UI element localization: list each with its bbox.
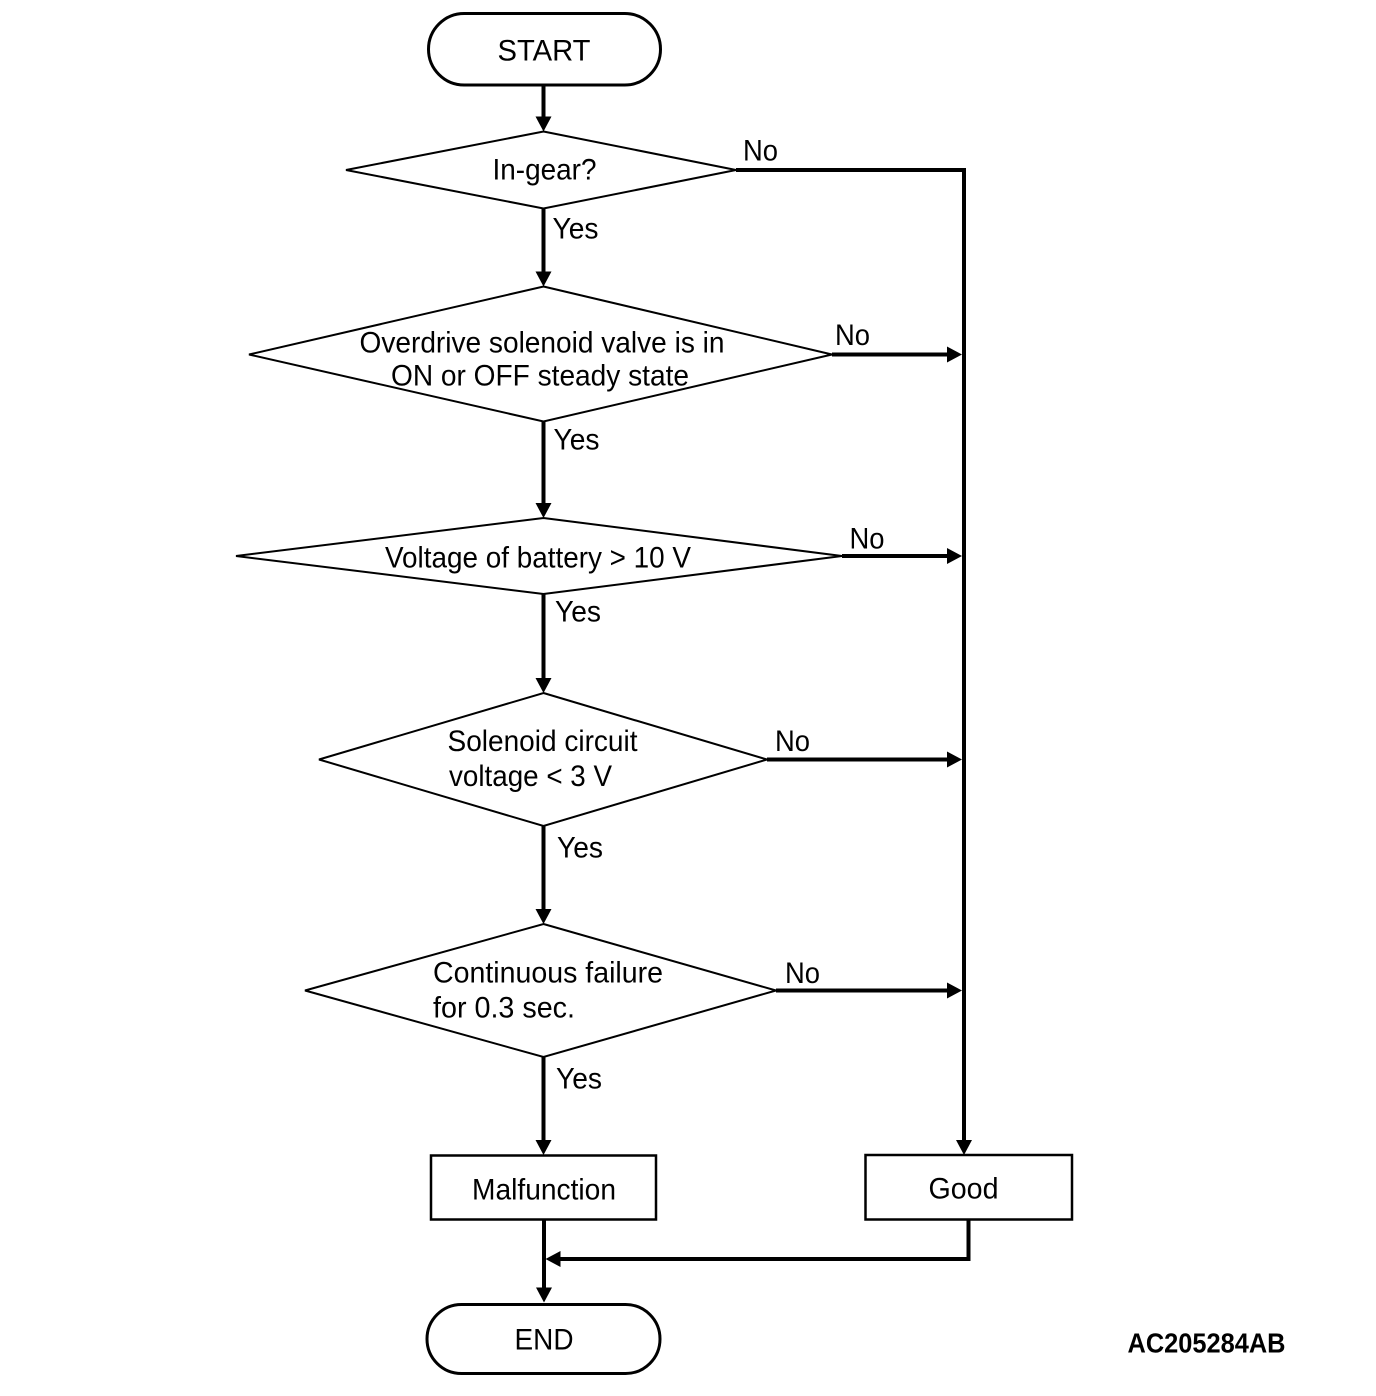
- svg-text:No: No: [775, 725, 810, 758]
- svg-text:Yes: Yes: [555, 596, 601, 629]
- svg-text:AC205284AB: AC205284AB: [1128, 1328, 1286, 1359]
- svg-text:No: No: [850, 523, 885, 556]
- svg-text:ON or OFF steady state: ON or OFF steady state: [391, 360, 689, 393]
- svg-text:Good: Good: [929, 1173, 999, 1206]
- svg-text:Yes: Yes: [553, 213, 599, 246]
- svg-text:Solenoid circuit: Solenoid circuit: [448, 725, 639, 758]
- svg-text:START: START: [498, 35, 591, 68]
- svg-text:Malfunction: Malfunction: [472, 1174, 616, 1207]
- svg-text:Yes: Yes: [556, 1063, 602, 1096]
- svg-text:Overdrive solenoid valve is in: Overdrive solenoid valve is in: [360, 327, 725, 360]
- svg-text:voltage < 3 V: voltage < 3 V: [449, 760, 612, 793]
- svg-text:Voltage of battery > 10 V: Voltage of battery > 10 V: [385, 542, 691, 575]
- svg-text:for 0.3 sec.: for 0.3 sec.: [433, 992, 575, 1025]
- svg-text:No: No: [785, 957, 820, 990]
- svg-text:No: No: [835, 319, 870, 352]
- svg-text:Yes: Yes: [554, 424, 600, 457]
- svg-text:END: END: [515, 1324, 574, 1357]
- svg-text:No: No: [743, 135, 778, 168]
- svg-text:Yes: Yes: [557, 832, 603, 865]
- svg-text:Continuous failure: Continuous failure: [433, 957, 663, 990]
- svg-text:In-gear?: In-gear?: [493, 154, 597, 187]
